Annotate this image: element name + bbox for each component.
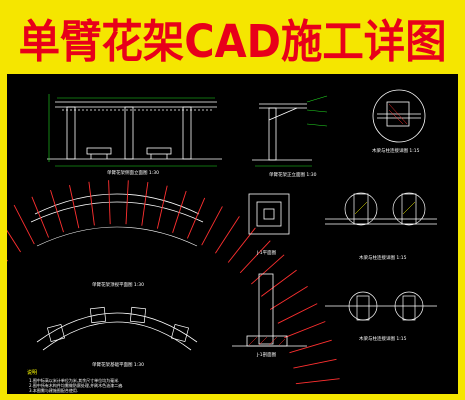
rafter-line xyxy=(7,229,21,253)
front-elevation-caption: 单臂花架侧面立面图 1:30 xyxy=(107,169,159,176)
front-elevation-drawing xyxy=(47,101,222,160)
rafter-line xyxy=(50,189,64,233)
title-banner: 单臂花架CAD施工详图 xyxy=(0,0,465,74)
rafter-line xyxy=(295,378,340,385)
rafter-line xyxy=(201,206,223,246)
rafter-line xyxy=(69,185,80,229)
foundation-plan-caption: 单臂花架基础平面图 1:30 xyxy=(92,361,144,368)
detail-a-caption: 木梁与柱连接详图 1:15 xyxy=(372,147,420,154)
section-caption: J-1剖面图 xyxy=(256,351,277,358)
rafter-line xyxy=(141,182,149,226)
column-plan-caption: J-1平面图 xyxy=(256,250,277,256)
rafter-line xyxy=(261,269,297,297)
notes-heading: 说明 xyxy=(27,369,37,376)
rafter-line xyxy=(239,240,271,274)
detail-b-hatch xyxy=(354,201,416,215)
rafter-line xyxy=(172,190,187,233)
plan-view-rafters xyxy=(7,180,340,385)
rafter-line xyxy=(13,204,35,245)
detail-b-caption: 木梁与柱连接详图 1:15 xyxy=(359,254,407,261)
foundation-footings xyxy=(46,306,190,343)
section-hatch xyxy=(248,336,286,346)
rafter-line xyxy=(156,185,168,229)
detail-b-drawing xyxy=(325,192,437,226)
poster-title: 单臂花架CAD施工详图 xyxy=(18,14,447,68)
rafter-line xyxy=(289,339,332,354)
note-line-3: 3.本图需与建施图配合使用. xyxy=(29,387,78,393)
rafter-line xyxy=(269,286,308,310)
column-plan-drawing xyxy=(248,193,290,235)
rafter-line xyxy=(284,321,326,339)
rafter-line xyxy=(251,254,285,285)
section-drawing xyxy=(232,273,307,347)
rafter-line xyxy=(293,358,337,369)
front-elevation-dimensions xyxy=(48,94,217,167)
note-line-1: 1.图中标高以米计单位为米,其余尺寸单位均为毫米. xyxy=(29,377,119,383)
plan-view-drawing xyxy=(30,193,204,247)
rafter-line xyxy=(227,227,256,263)
rafter-line xyxy=(108,180,111,225)
rafter-line xyxy=(88,181,95,226)
rafter-line xyxy=(125,180,129,225)
rafter-line xyxy=(277,303,318,324)
side-elevation-caption: 单臂花架正立面图 1:30 xyxy=(269,171,317,178)
rafter-line xyxy=(215,216,240,254)
cad-drawing-svg: 单臂花架侧面立面图 1:30 单臂花架正立面图 1:30 xyxy=(7,89,437,393)
detail-c-drawing xyxy=(325,291,437,321)
rafter-line xyxy=(31,196,50,238)
rafter-line xyxy=(186,197,206,239)
detail-c-caption: 木梁与柱连接详图 1:15 xyxy=(359,335,407,342)
plan-view-caption: 单臂花架顶视平面图 1:30 xyxy=(92,281,144,288)
side-elevation-dimensions xyxy=(255,95,328,167)
side-elevation-drawing xyxy=(252,103,312,161)
detail-a-drawing xyxy=(372,89,426,143)
cad-drawing-sheet: 单臂花架侧面立面图 1:30 单臂花架正立面图 1:30 xyxy=(7,74,458,394)
detail-a-hatch xyxy=(388,103,408,125)
note-line-2: 2.图中所有木构件均需做防腐处理,并刷木色油漆二遍. xyxy=(29,382,123,388)
